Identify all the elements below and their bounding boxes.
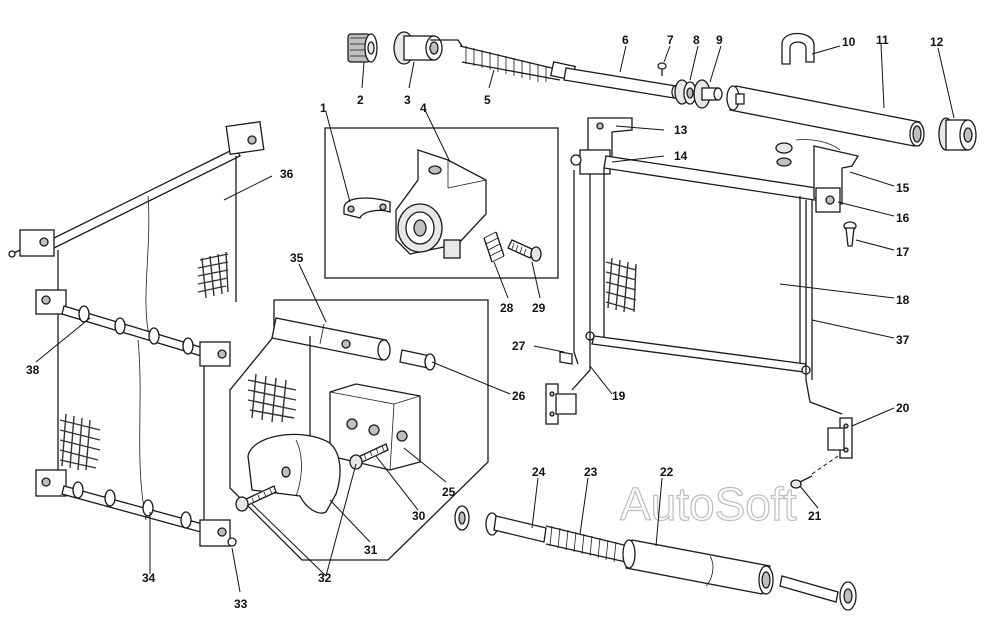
part-22-tube: [622, 539, 774, 595]
center-detail-assembly: [229, 299, 489, 561]
bottom-roller-assembly: [454, 505, 857, 611]
top-roller-assembly: [347, 31, 977, 151]
part-5-spring: [459, 45, 576, 82]
callout-8: 8: [693, 33, 700, 47]
part-34-rod: [35, 469, 211, 535]
callout-36: 36: [280, 167, 294, 181]
callout-27: 27: [512, 339, 526, 353]
callout-25: 25: [442, 485, 456, 499]
part-2-gear: [347, 33, 378, 63]
part-35-shaft: [271, 317, 391, 480]
callout-6: 6: [622, 33, 629, 47]
part-30-screw: [349, 443, 389, 470]
part-36-rod: [8, 121, 265, 258]
callout-7: 7: [667, 33, 674, 47]
callout-20: 20: [896, 401, 910, 415]
part-33-end-block: [199, 519, 237, 547]
part-17-bolt: [843, 221, 857, 247]
leader-lines: [35, 43, 955, 593]
callout-34: 34: [142, 571, 156, 585]
part-21-screw: [790, 455, 839, 489]
right-screen-assembly: [545, 117, 860, 489]
callout-35: 35: [290, 251, 304, 265]
callout-labels: 1 2 3 4 5 6 7 8 9 10 11 12 13 14 15 16 1…: [26, 33, 944, 611]
screen-mesh-fragment: [247, 373, 297, 423]
part-1-clip-ring: [343, 197, 391, 219]
callout-33: 33: [234, 597, 248, 611]
part-29-screw: [507, 239, 542, 262]
part-18-screen: [585, 168, 811, 375]
callout-10: 10: [842, 35, 856, 49]
part-16-end-block: [815, 187, 841, 213]
callout-23: 23: [584, 465, 598, 479]
part-26-pin: [399, 349, 436, 371]
part-32-screw: [235, 485, 277, 512]
callout-5: 5: [484, 93, 491, 107]
part-38-rod: [35, 289, 231, 367]
part-23-spring: [545, 525, 629, 563]
part-20-hinge: [827, 417, 853, 459]
end-pin: [779, 575, 857, 611]
detail-box-bracket: [324, 127, 559, 279]
part-25-block: [329, 383, 421, 471]
part-19-hinge: [545, 383, 577, 425]
callout-17: 17: [896, 245, 910, 259]
part-3-bushing: [393, 31, 463, 65]
callout-28: 28: [500, 301, 514, 315]
lower-screen: [57, 314, 205, 521]
callout-31: 31: [364, 543, 378, 557]
callout-19: 19: [612, 389, 626, 403]
callout-18: 18: [896, 293, 910, 307]
callout-12: 12: [930, 35, 944, 49]
callout-13: 13: [674, 123, 688, 137]
part-14-top-roller: [570, 149, 831, 203]
callout-24: 24: [532, 465, 546, 479]
part-11-tube: [726, 85, 925, 147]
callout-15: 15: [896, 181, 910, 195]
callout-30: 30: [412, 509, 426, 523]
callout-14: 14: [674, 149, 688, 163]
part-8-washer: [674, 79, 697, 105]
part-10-clip: [781, 32, 815, 65]
callout-9: 9: [716, 33, 723, 47]
part-12-end-cap: [938, 117, 977, 151]
watermark: AutoSoft: [620, 478, 797, 530]
callout-29: 29: [532, 301, 546, 315]
part-4-housing: [395, 149, 487, 259]
part-6-shaft: [563, 67, 679, 99]
part-7-screw: [657, 62, 667, 76]
part-27-rod: [559, 170, 591, 391]
callout-22: 22: [660, 465, 674, 479]
callout-2: 2: [357, 93, 364, 107]
callout-32: 32: [318, 571, 332, 585]
callout-38: 38: [26, 363, 40, 377]
callout-4: 4: [420, 101, 427, 115]
callout-16: 16: [896, 211, 910, 225]
part-37-rod: [805, 200, 843, 415]
part-9-bearing: [693, 79, 723, 109]
part-28-spring: [483, 231, 505, 263]
part-24-shaft: [454, 505, 547, 543]
part-31-shoe: [247, 433, 341, 514]
callout-1: 1: [320, 101, 327, 115]
callout-26: 26: [512, 389, 526, 403]
callout-11: 11: [876, 33, 889, 47]
callout-21: 21: [808, 509, 822, 523]
callout-3: 3: [404, 93, 411, 107]
left-screen-assembly: [8, 121, 265, 547]
callout-37: 37: [896, 333, 910, 347]
